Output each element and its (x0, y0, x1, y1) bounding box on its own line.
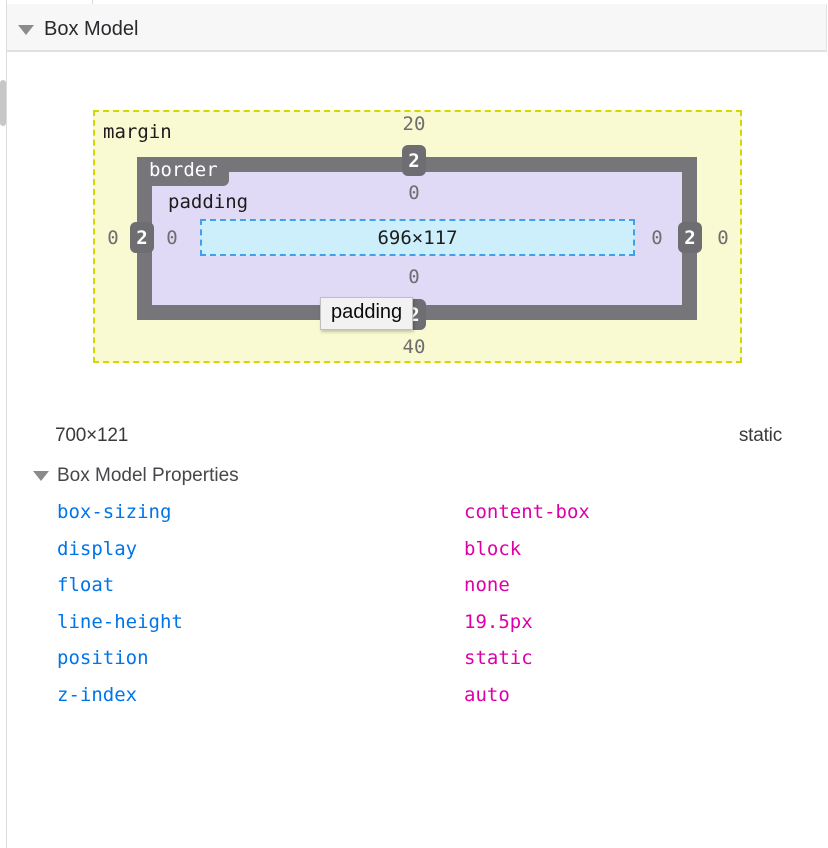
properties-title: Box Model Properties (57, 465, 239, 486)
chevron-down-icon[interactable] (33, 471, 49, 481)
content-region[interactable]: 696×117 (200, 219, 635, 256)
box-model-properties-header[interactable]: Box Model Properties (0, 463, 828, 489)
property-name: position (57, 647, 149, 669)
property-name: float (57, 574, 115, 596)
scrollbar-thumb[interactable] (0, 80, 6, 126)
border-label: border (137, 157, 229, 186)
margin-label: margin (103, 121, 172, 143)
property-name: line-height (57, 610, 183, 633)
padding-left-value[interactable]: 0 (166, 227, 178, 249)
border-right-value[interactable]: 2 (678, 222, 702, 253)
padding-right-value[interactable]: 0 (651, 227, 663, 249)
property-value: block (464, 537, 522, 560)
margin-right-value[interactable]: 0 (717, 227, 729, 249)
property-value: content-box (464, 501, 590, 523)
padding-label: padding (168, 191, 249, 213)
toolbar-divider (92, 0, 93, 4)
property-row: display block (0, 531, 828, 568)
properties-list: box-sizing content-box display block flo… (0, 494, 828, 713)
padding-top-value[interactable]: 0 (408, 182, 420, 204)
border-top-value[interactable]: 2 (402, 145, 426, 176)
margin-top-value[interactable]: 20 (402, 113, 426, 135)
toolbar-bottom-strip (0, 0, 828, 4)
border-left-value[interactable]: 2 (130, 222, 154, 253)
padding-bottom-value[interactable]: 0 (408, 266, 420, 288)
margin-bottom-value[interactable]: 40 (402, 336, 426, 358)
element-size: 700×121 (55, 425, 129, 446)
property-value: none (464, 574, 510, 596)
chevron-down-icon[interactable] (18, 25, 34, 35)
property-row: z-index auto (0, 677, 828, 714)
property-name: display (57, 537, 138, 560)
property-value: static (464, 647, 533, 669)
property-value: 19.5px (464, 610, 533, 633)
property-row: position static (0, 640, 828, 677)
property-row: line-height 19.5px (0, 604, 828, 641)
property-name: z-index (57, 683, 138, 706)
property-value: auto (464, 683, 510, 706)
margin-left-value[interactable]: 0 (107, 227, 119, 249)
padding-tooltip: padding (320, 297, 414, 330)
content-size-label: 696×117 (377, 226, 458, 249)
panel-title: Box Model (44, 18, 139, 40)
element-position: static (738, 425, 782, 446)
box-model-section-header[interactable]: Box Model (7, 4, 827, 52)
property-name: box-sizing (57, 501, 172, 523)
property-row: box-sizing content-box (0, 494, 828, 531)
panel-splitter[interactable] (6, 0, 7, 848)
property-row: float none (0, 567, 828, 604)
